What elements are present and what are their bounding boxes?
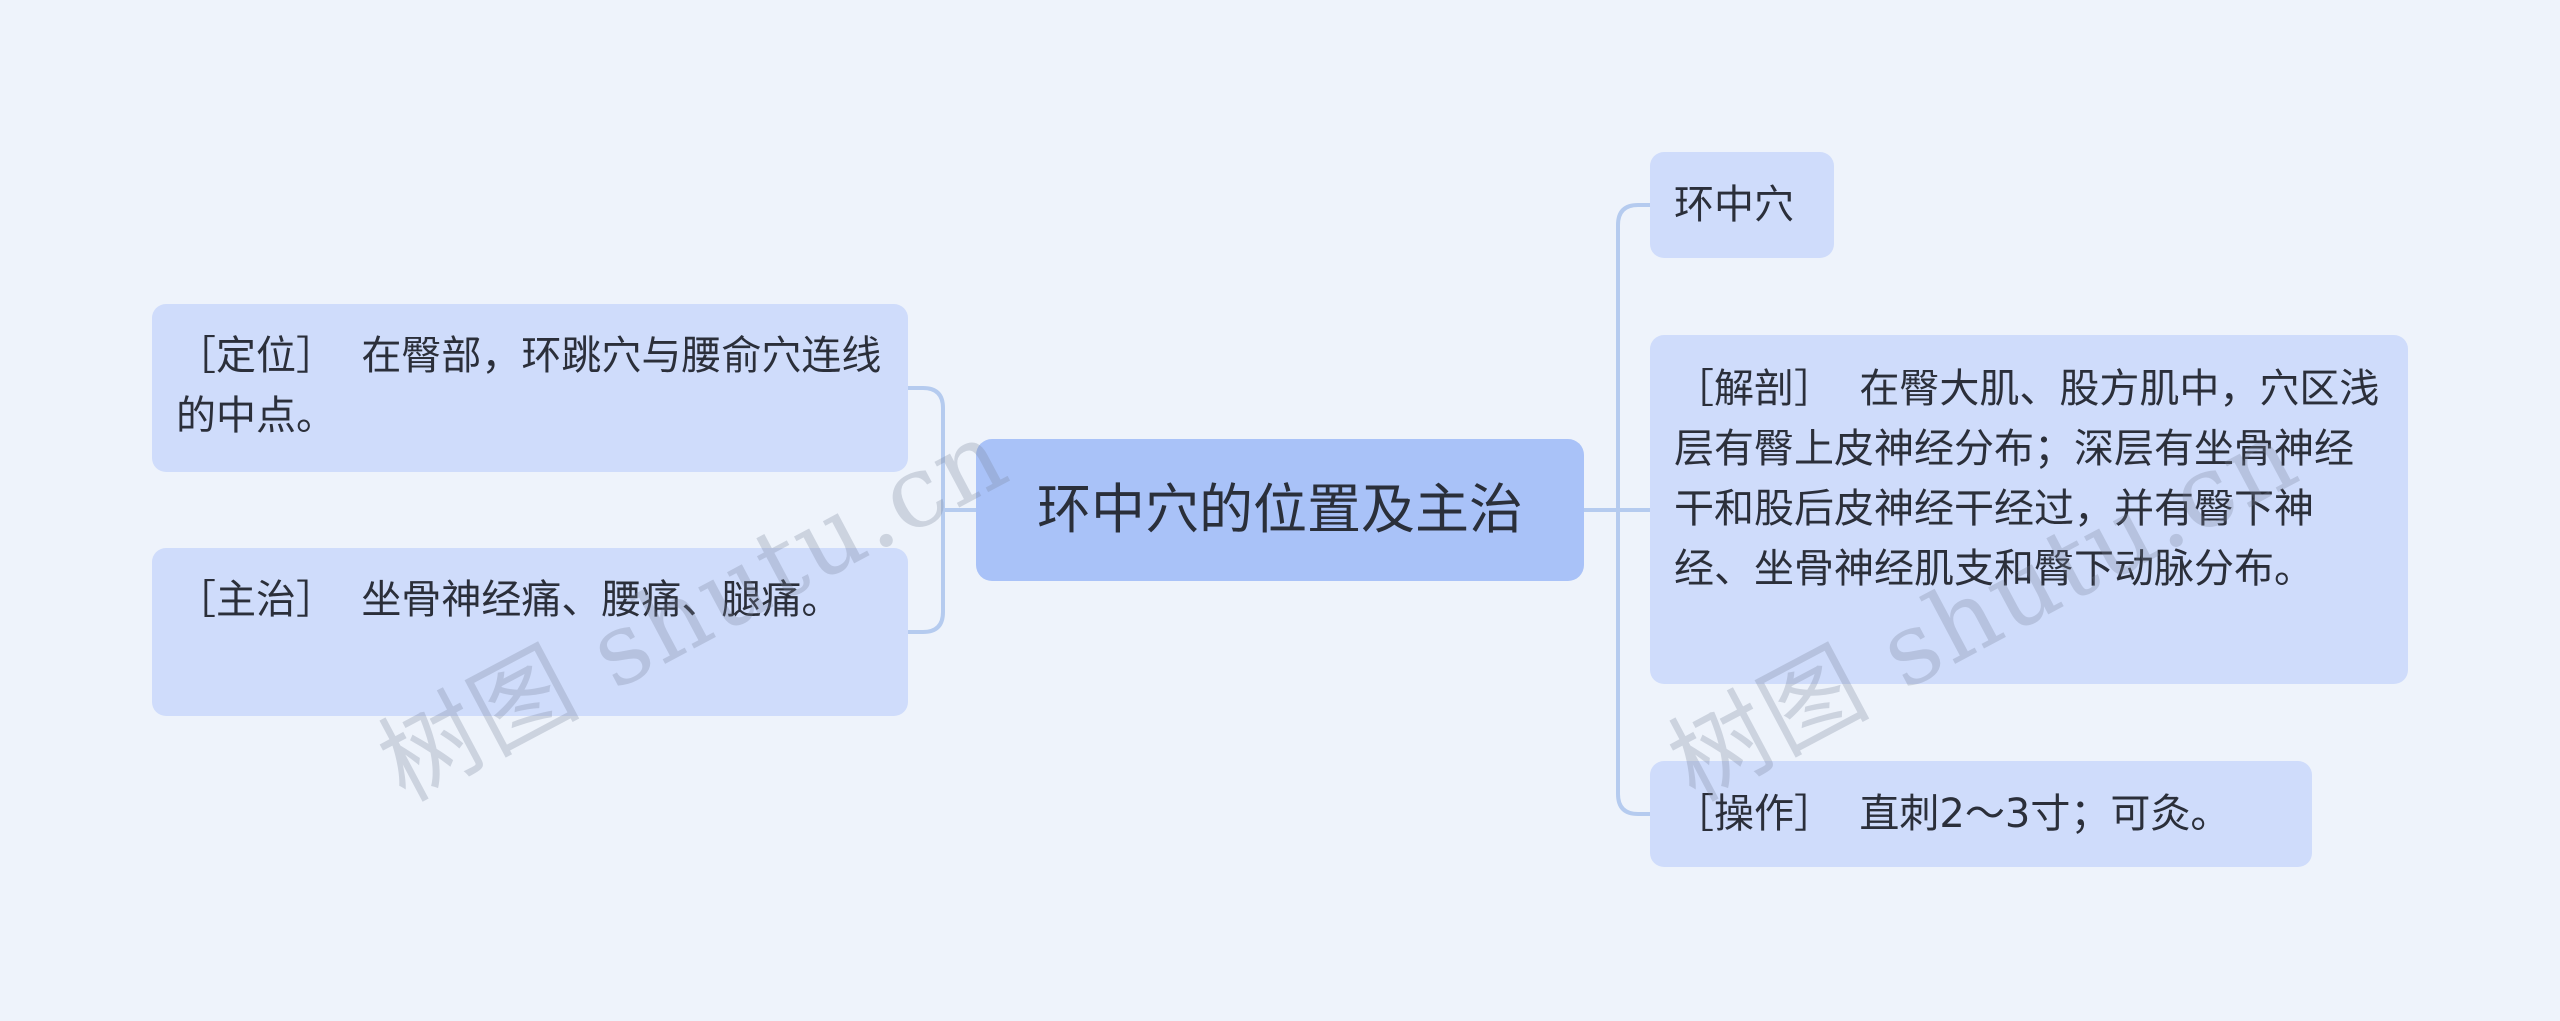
topic-operation[interactable]: ［操作］ 直刺2～3寸；可灸。	[1650, 761, 2312, 867]
topic-anatomy-label: ［解剖］ 在臀大肌、股方肌中，穴区浅层有臀上皮神经分布；深层有坐骨神经干和股后皮…	[1674, 366, 2380, 592]
connector-left-1	[906, 386, 945, 512]
connector-right-1	[1616, 203, 1652, 512]
topic-indications-label: ［主治］ 坐骨神经痛、腰痛、腿痛。	[176, 577, 842, 623]
connector-left-2	[906, 508, 945, 634]
topic-location[interactable]: ［定位］ 在臀部，环跳穴与腰俞穴连线的中点。	[152, 304, 908, 472]
topic-indications[interactable]: ［主治］ 坐骨神经痛、腰痛、腿痛。	[152, 548, 908, 716]
topic-anatomy[interactable]: ［解剖］ 在臀大肌、股方肌中，穴区浅层有臀上皮神经分布；深层有坐骨神经干和股后皮…	[1650, 335, 2408, 684]
topic-point-name-label: 环中穴	[1674, 182, 1794, 228]
topic-point-name[interactable]: 环中穴	[1650, 152, 1834, 258]
root-topic[interactable]: 环中穴的位置及主治	[976, 439, 1584, 581]
topic-operation-label: ［操作］ 直刺2～3寸；可灸。	[1674, 791, 2231, 837]
root-topic-label: 环中穴的位置及主治	[1037, 478, 1523, 541]
topic-location-label: ［定位］ 在臀部，环跳穴与腰俞穴连线的中点。	[176, 333, 882, 439]
connector-right-3	[1616, 508, 1652, 816]
